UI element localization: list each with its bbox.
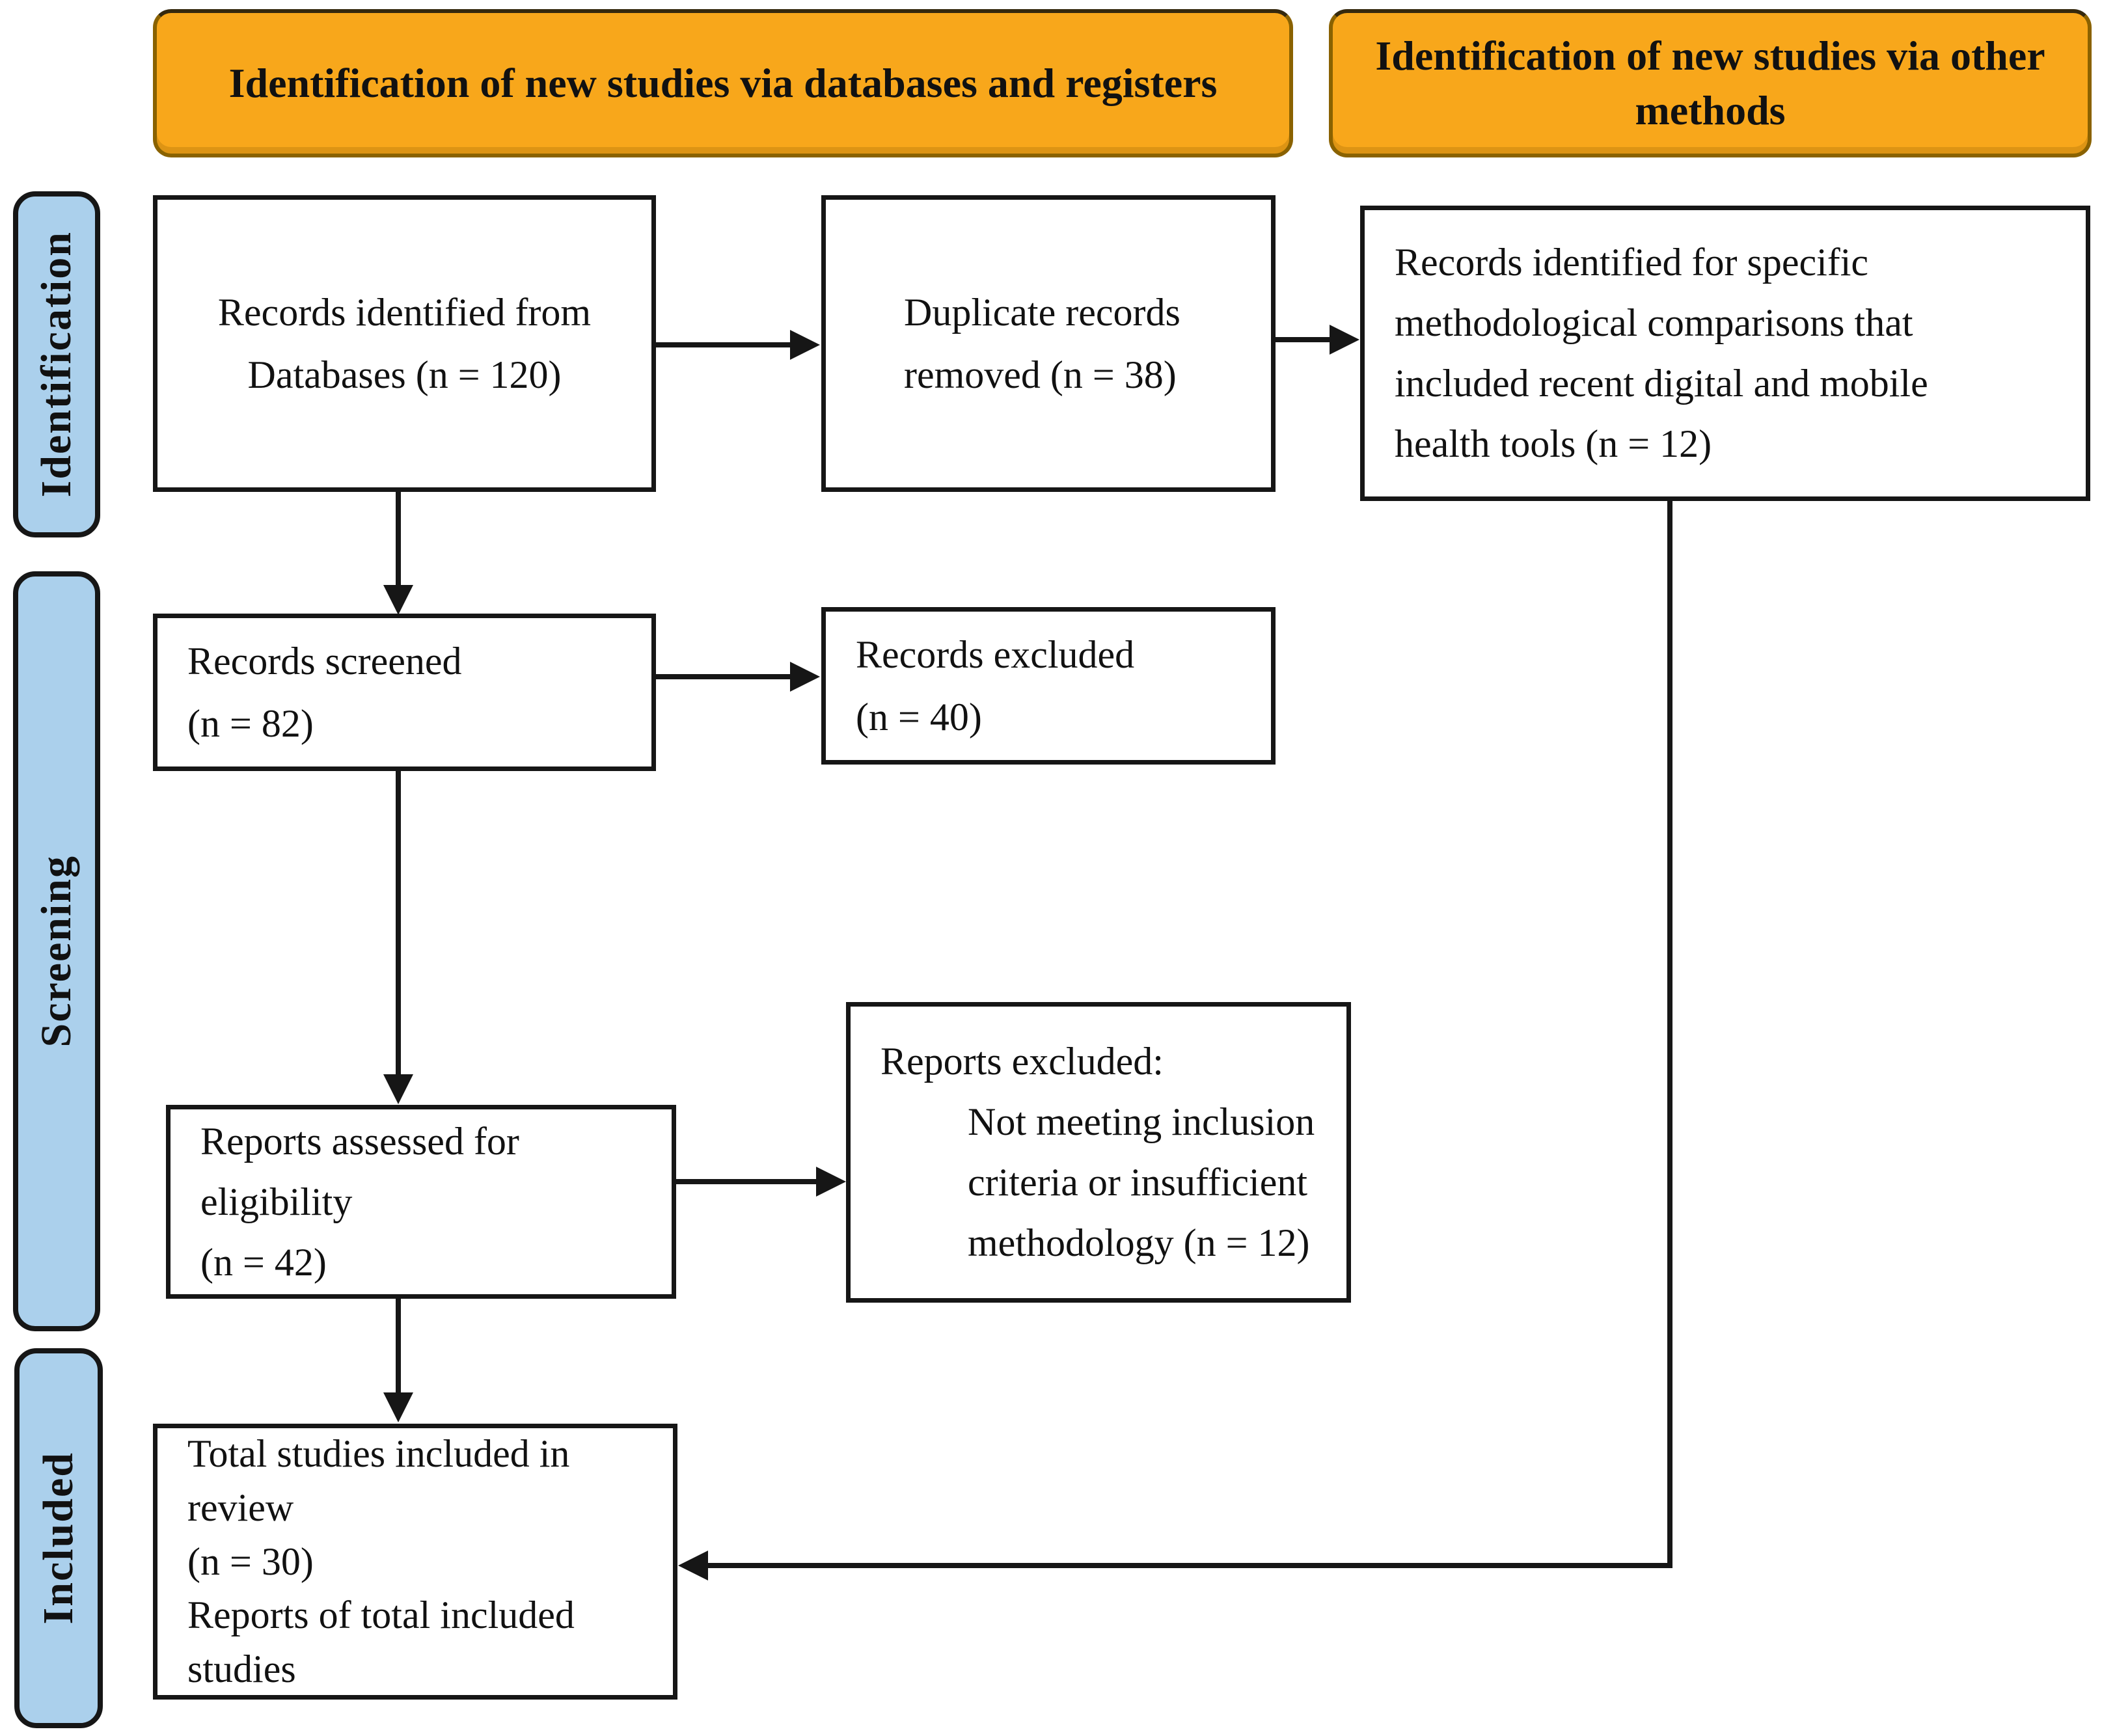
box-records-excluded: Records excluded (n = 40)	[821, 607, 1276, 765]
box-duplicates-removed-line2: removed (n = 38)	[904, 353, 1177, 396]
arrow-screened-to-assessed-line	[396, 771, 401, 1077]
box-reports-excluded-line3: methodology (n = 12)	[968, 1221, 1310, 1264]
box-total-included-line3: (n = 30)	[187, 1539, 314, 1583]
connector-other-to-total-horizontal	[707, 1563, 1672, 1568]
header-databases-registers-label: Identification of new studies via databa…	[228, 59, 1218, 106]
box-duplicates-removed: Duplicate records removed (n = 38)	[821, 195, 1276, 492]
box-reports-excluded-line1: Not meeting inclusion	[968, 1100, 1315, 1143]
header-other-methods: Identification of new studies via other …	[1329, 9, 2092, 157]
arrow-identified-to-screened-line	[396, 491, 401, 588]
arrow-duplicates-to-other-line	[1275, 337, 1332, 342]
stage-screening-label: Screening	[33, 855, 80, 1048]
box-records-identified-line2: Databases (n = 120)	[247, 353, 562, 396]
arrow-identified-to-screened-head	[383, 585, 413, 615]
box-other-method-records-line1: Records identified for specific	[1395, 241, 1869, 284]
arrow-identified-to-duplicates-line	[655, 342, 793, 347]
arrow-other-to-total-head	[678, 1551, 708, 1580]
box-records-screened-line2: (n = 82)	[187, 702, 314, 745]
box-other-method-records-line3: included recent digital and mobile	[1395, 362, 1928, 405]
box-reports-excluded-line2: criteria or insufficient	[968, 1161, 1308, 1204]
arrow-assessed-to-total-head	[383, 1392, 413, 1422]
arrow-screened-to-assessed-head	[383, 1074, 413, 1104]
box-records-screened-line1: Records screened	[187, 640, 462, 683]
box-total-included-line1: Total studies included in	[187, 1432, 570, 1476]
box-total-included: Total studies included in review (n = 30…	[153, 1424, 677, 1700]
box-records-excluded-line2: (n = 40)	[856, 696, 982, 739]
box-records-excluded-line1: Records excluded	[856, 633, 1135, 676]
arrow-assessed-to-reports-excluded-head	[816, 1167, 846, 1197]
box-reports-excluded-heading: Reports excluded:	[880, 1040, 1164, 1083]
box-other-method-records: Records identified for specific methodol…	[1360, 206, 2090, 501]
arrow-assessed-to-reports-excluded-line	[676, 1179, 819, 1184]
stage-included: Included	[14, 1348, 103, 1728]
stage-included-label: Included	[34, 1452, 82, 1625]
arrow-duplicates-to-other-head	[1330, 325, 1359, 355]
arrow-assessed-to-total-line	[396, 1299, 401, 1395]
stage-screening: Screening	[13, 571, 100, 1331]
box-total-included-line4: Reports of total included	[187, 1594, 575, 1637]
box-other-method-records-line2: methodological comparisons that	[1395, 301, 1913, 344]
box-other-method-records-line4: health tools (n = 12)	[1395, 422, 1712, 465]
stage-identification: Identification	[13, 191, 100, 537]
box-records-identified-line1: Records identified from	[217, 291, 592, 334]
box-reports-excluded: Reports excluded: Not meeting inclusion …	[846, 1002, 1351, 1303]
arrow-screened-to-excluded-head	[790, 662, 820, 692]
box-total-included-line2: review	[187, 1485, 294, 1529]
box-duplicates-removed-line1: Duplicate records	[904, 291, 1181, 334]
header-other-methods-label: Identification of new studies via other …	[1375, 32, 2045, 133]
arrow-screened-to-excluded-line	[655, 674, 793, 679]
header-databases-registers: Identification of new studies via databa…	[153, 9, 1293, 157]
box-reports-assessed: Reports assessed for eligibility (n = 42…	[166, 1105, 676, 1299]
stage-identification-label: Identification	[33, 231, 80, 498]
box-reports-assessed-line2: eligibility	[200, 1180, 353, 1223]
box-reports-assessed-line3: (n = 42)	[200, 1240, 327, 1284]
box-reports-assessed-line1: Reports assessed for	[200, 1119, 519, 1163]
connector-other-to-total-vertical	[1667, 501, 1672, 1568]
box-total-included-line5: studies	[187, 1648, 296, 1691]
box-records-screened: Records screened (n = 82)	[153, 614, 656, 771]
box-records-identified: Records identified from Databases (n = 1…	[153, 195, 656, 492]
arrow-identified-to-duplicates-head	[790, 330, 820, 360]
